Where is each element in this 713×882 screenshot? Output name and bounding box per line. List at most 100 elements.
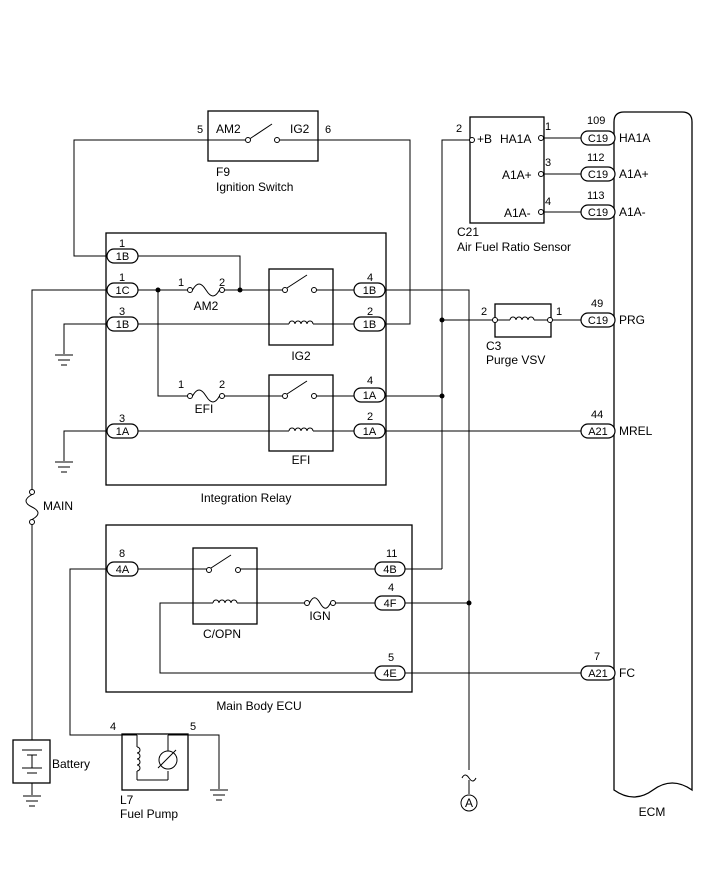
svg-text:49: 49 xyxy=(591,298,603,310)
fuse-am2-label: AM2 xyxy=(194,299,219,313)
svg-text:A1A+: A1A+ xyxy=(502,168,532,182)
relay-efi: EFI xyxy=(268,374,334,467)
ir-conn-left-3: 3 1B xyxy=(106,306,139,332)
ground-symbol-pump xyxy=(210,789,228,801)
relay-copn: C/OPN xyxy=(192,547,258,641)
main-fuse-label: MAIN xyxy=(43,499,73,513)
svg-text:4F: 4F xyxy=(384,598,397,610)
ignition-switch-name: Ignition Switch xyxy=(216,180,293,194)
svg-text:4: 4 xyxy=(367,375,373,387)
af-sensor-ref: C21 xyxy=(457,225,479,239)
svg-text:113: 113 xyxy=(587,190,605,202)
ir-conn-right-1: 4 1B xyxy=(353,272,386,298)
purge-vsv-name: Purge VSV xyxy=(486,353,545,367)
af-sensor: 2 +B HA1A 1 A1A+ 3 A1A- 4 C21 Air Fuel R… xyxy=(456,116,571,254)
battery-label: Battery xyxy=(52,757,90,771)
svg-text:1B: 1B xyxy=(363,285,376,297)
svg-text:1: 1 xyxy=(178,277,184,289)
ecm-conn-ha1a: 109 C19 HA1A xyxy=(580,115,650,146)
svg-text:4E: 4E xyxy=(383,668,396,680)
wire-am2-loop xyxy=(73,139,241,290)
svg-text:2: 2 xyxy=(481,306,487,318)
wire-trunk-a xyxy=(385,289,470,770)
ecm-block: ECM xyxy=(613,111,693,819)
ignition-switch-contact xyxy=(247,123,273,141)
svg-text:A21: A21 xyxy=(588,668,608,680)
purge-vsv-ref: C3 xyxy=(486,339,502,353)
ecm-conn-prg: 49 C19 PRG xyxy=(580,298,645,328)
mbe-conn-right-1: 11 4B xyxy=(374,548,406,577)
ir-conn-right-2: 2 1B xyxy=(353,306,386,332)
svg-text:PRG: PRG xyxy=(619,313,645,327)
ecm-conn-a1a-plus: 112 C19 A1A+ xyxy=(580,152,649,182)
svg-text:5: 5 xyxy=(388,652,394,664)
fuse-am2: 1 2 AM2 xyxy=(178,277,225,313)
fuse-efi-label: EFI xyxy=(195,402,214,416)
svg-text:2: 2 xyxy=(219,379,225,391)
continuation-a-label: A xyxy=(465,796,473,810)
fuse-ign: IGN xyxy=(304,597,336,623)
svg-text:A1A-: A1A- xyxy=(619,205,646,219)
svg-text:FC: FC xyxy=(619,666,635,680)
svg-text:2: 2 xyxy=(456,123,462,135)
mbe-conn-right-3: 5 4E xyxy=(374,652,406,681)
svg-text:+B: +B xyxy=(477,132,492,146)
continuation-a: A xyxy=(460,774,478,812)
fuse-ign-label: IGN xyxy=(309,609,330,623)
ir-conn-left-1: 1 1B xyxy=(106,238,139,264)
svg-text:4A: 4A xyxy=(116,564,130,576)
ecm-conn-a1a-minus: 113 C19 A1A- xyxy=(580,190,646,220)
ground-symbol-battery xyxy=(23,795,41,807)
mbe-conn-left: 8 4A xyxy=(106,548,139,577)
ignition-switch-ig2-label: IG2 xyxy=(290,122,310,136)
ground-symbol-1 xyxy=(55,354,73,366)
ground-symbol-2 xyxy=(55,461,73,473)
ignition-switch-pin-6: 6 xyxy=(325,124,331,136)
svg-text:HA1A: HA1A xyxy=(500,132,531,146)
ignition-switch-ref: F9 xyxy=(216,165,230,179)
svg-text:2: 2 xyxy=(367,306,373,318)
ir-conn-left-2: 1 1C xyxy=(106,272,139,298)
svg-text:11: 11 xyxy=(386,548,397,560)
ir-conn-left-4: 3 1A xyxy=(106,413,139,439)
svg-text:C19: C19 xyxy=(588,207,608,219)
svg-text:1: 1 xyxy=(119,238,125,250)
svg-text:A1A+: A1A+ xyxy=(619,167,649,181)
svg-text:1B: 1B xyxy=(363,319,376,331)
svg-text:3: 3 xyxy=(119,306,125,318)
svg-text:1A: 1A xyxy=(363,390,377,402)
fuel-pump-name: Fuel Pump xyxy=(120,807,178,821)
ir-conn-right-4: 2 1A xyxy=(353,411,386,439)
relay-efi-label: EFI xyxy=(292,453,311,467)
svg-text:1B: 1B xyxy=(116,251,129,263)
svg-text:1: 1 xyxy=(119,272,125,284)
svg-text:1A: 1A xyxy=(116,426,130,438)
main-fuse: MAIN xyxy=(25,489,73,525)
ecm-label: ECM xyxy=(639,805,666,819)
fuel-pump-ref: L7 xyxy=(120,793,134,807)
af-sensor-name: Air Fuel Ratio Sensor xyxy=(457,240,571,254)
svg-text:1A: 1A xyxy=(363,426,377,438)
ignition-switch: AM2 IG2 5 6 F9 Ignition Switch xyxy=(197,110,331,194)
svg-text:44: 44 xyxy=(591,409,603,421)
svg-text:4: 4 xyxy=(388,582,394,594)
svg-text:5: 5 xyxy=(190,721,196,733)
wire-ig2-return xyxy=(318,139,411,325)
svg-text:112: 112 xyxy=(587,152,605,164)
relay-ig2-label: IG2 xyxy=(291,349,311,363)
svg-text:8: 8 xyxy=(119,548,125,560)
mbe-conn-right-2: 4 4F xyxy=(374,582,406,611)
ecm-conn-fc: 7 A21 FC xyxy=(580,651,635,681)
integration-relay: Integration Relay 1 1B 1 1C 3 1B 3 1A 4 … xyxy=(105,232,387,505)
svg-text:1B: 1B xyxy=(116,319,129,331)
fuel-pump: 4 5 L7 Fuel Pump xyxy=(110,721,196,821)
svg-text:C19: C19 xyxy=(588,133,608,145)
svg-text:7: 7 xyxy=(594,651,600,663)
svg-text:4: 4 xyxy=(367,272,373,284)
svg-text:3: 3 xyxy=(119,413,125,425)
svg-text:1: 1 xyxy=(545,121,551,133)
ignition-switch-am2-label: AM2 xyxy=(216,122,241,136)
main-body-ecu: Main Body ECU 8 4A 11 4B 4 4F 5 4E xyxy=(105,524,413,713)
ecm-conn-mrel: 44 A21 MREL xyxy=(580,409,653,439)
